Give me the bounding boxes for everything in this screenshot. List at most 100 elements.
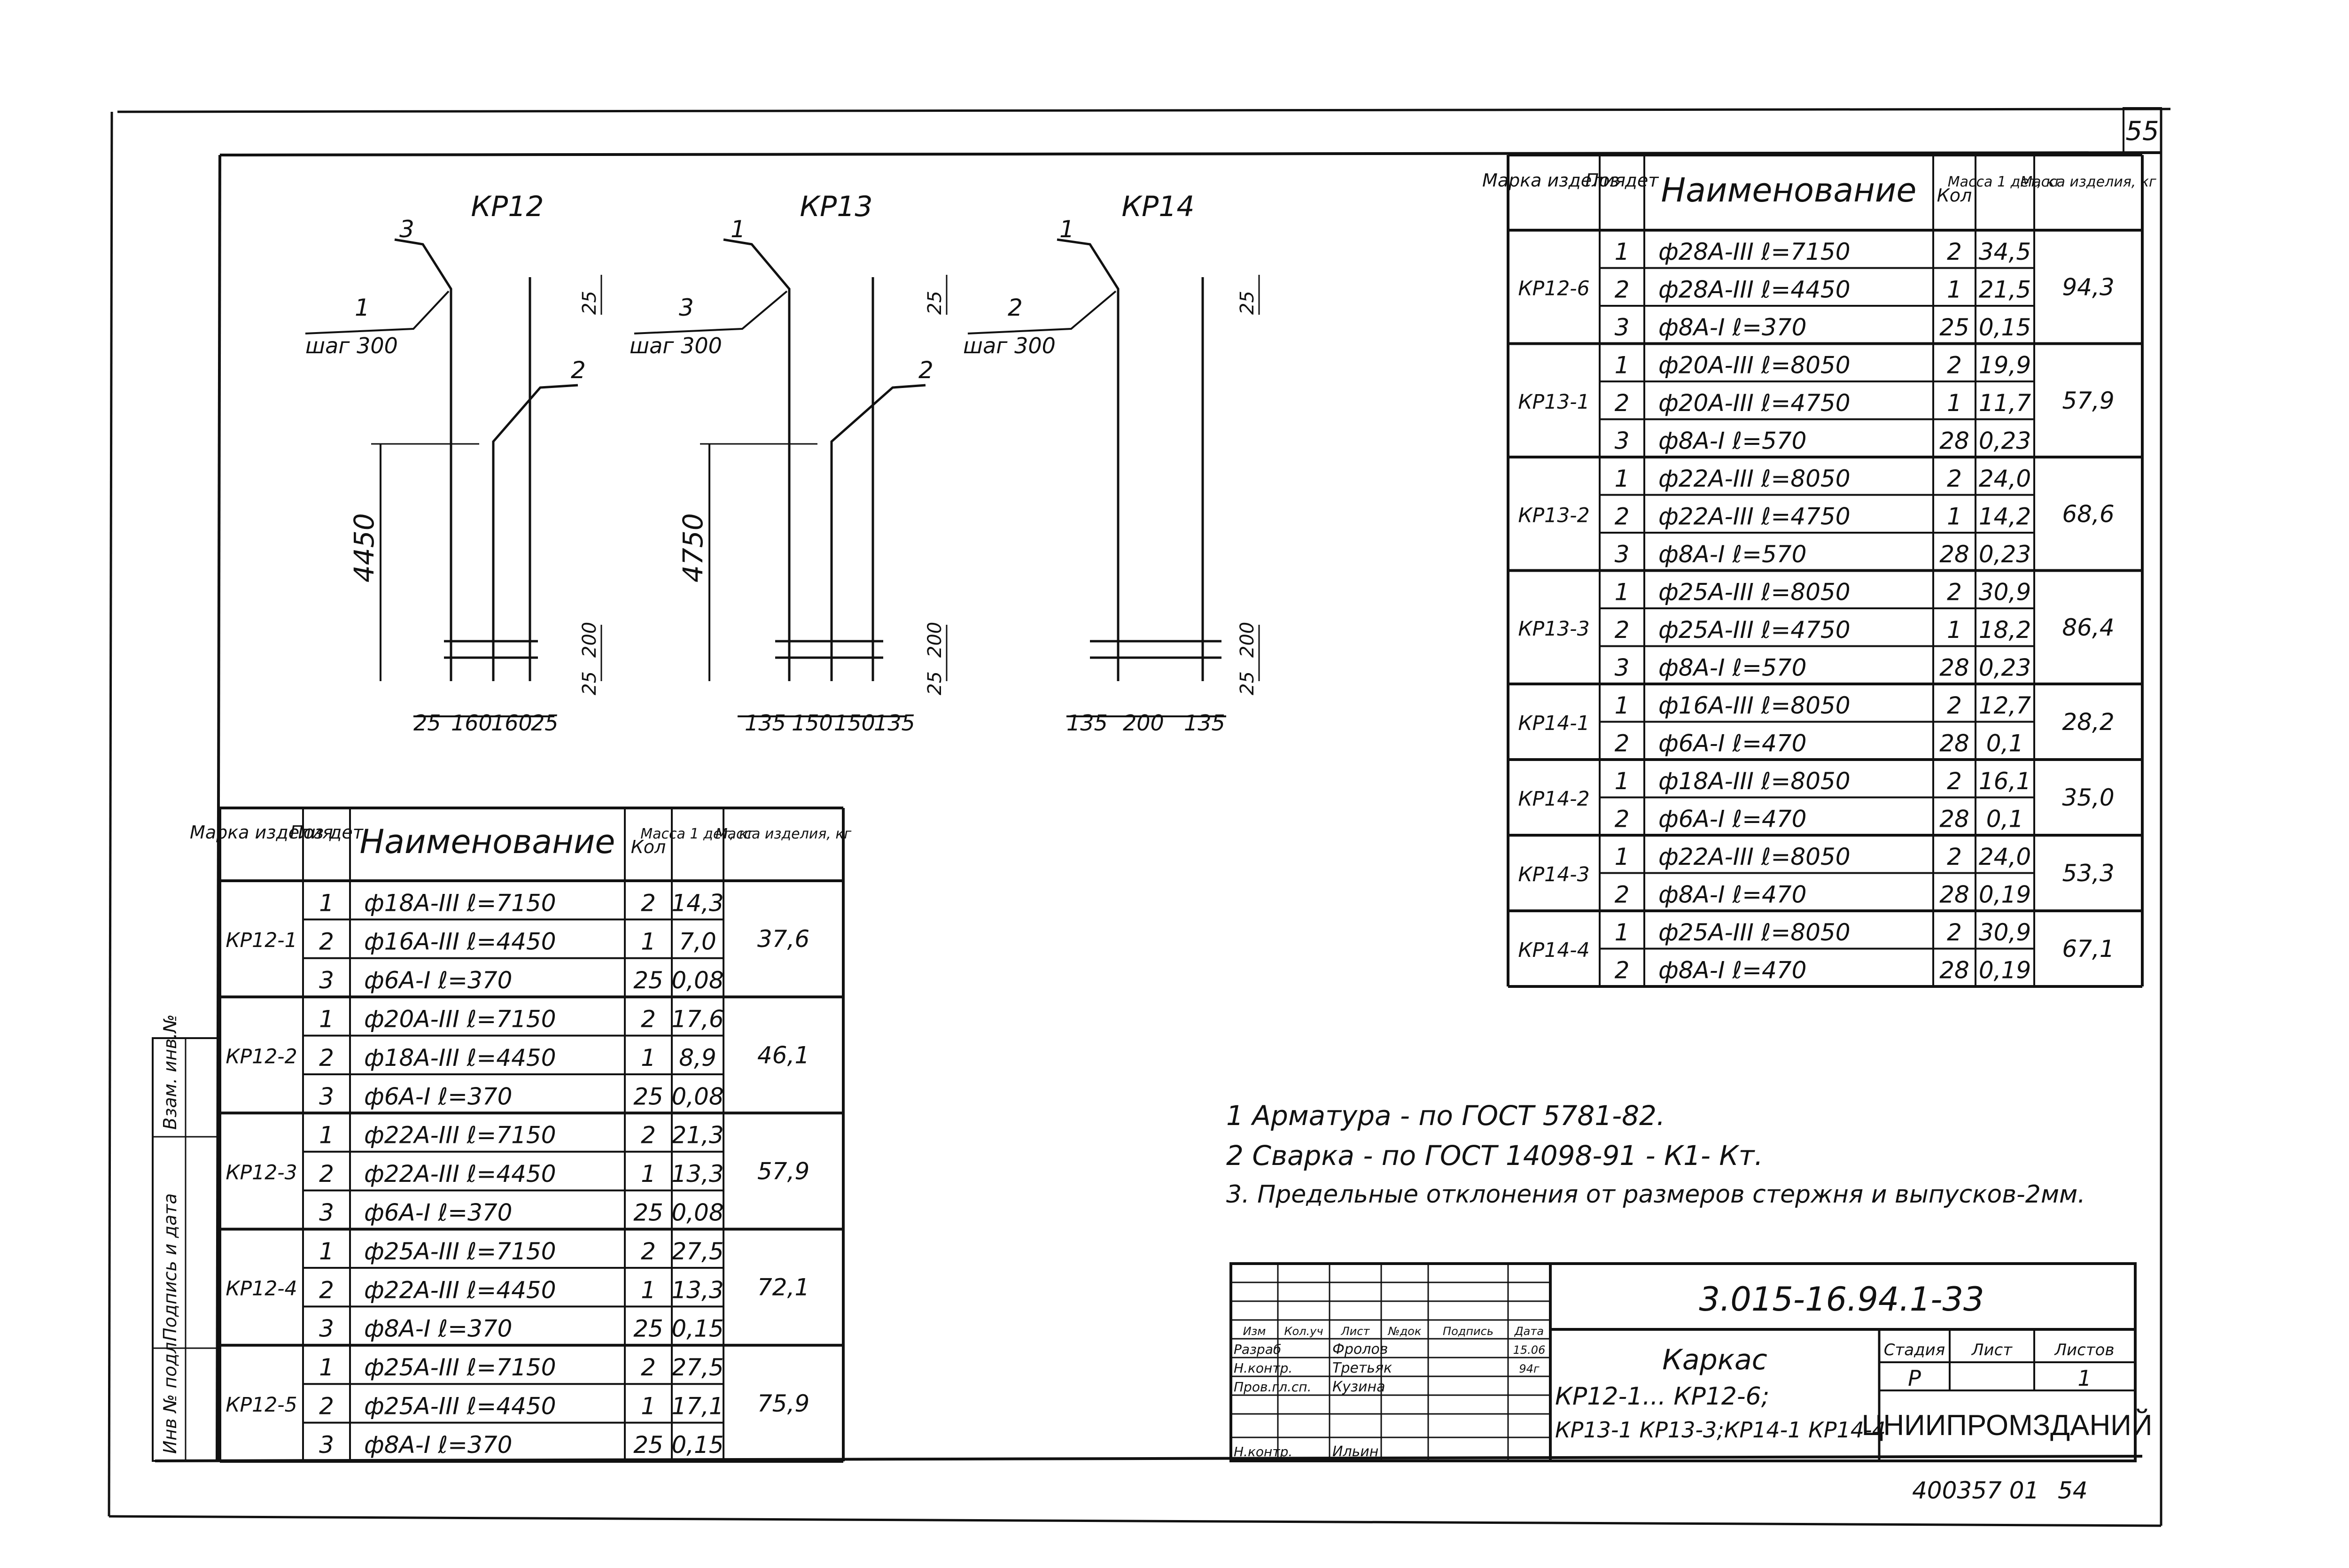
row-name: ф8А-I ℓ=370 (364, 1431, 512, 1459)
row-pos: 3 (319, 1083, 334, 1110)
row-mass: 18,2 (1979, 616, 2031, 644)
height-dim: 4750 (677, 513, 709, 582)
row-mass: 0,23 (1979, 427, 2031, 454)
group-mass: 86,4 (2062, 614, 2114, 641)
group-mark: КР12-2 (226, 1045, 297, 1068)
group-mark: КР12-1 (226, 929, 297, 952)
grid-head-label: Подпись (1443, 1325, 1493, 1338)
row-qty: 28 (1939, 881, 1969, 908)
row-qty: 2 (1947, 843, 1962, 870)
row-pos: 1 (319, 1354, 334, 1381)
step-leader (967, 290, 1117, 334)
row-qty: 1 (641, 1392, 656, 1420)
marker-3: 3 (399, 216, 414, 243)
group-mass: 75,9 (757, 1390, 809, 1417)
row-qty: 25 (633, 967, 663, 994)
row-qty: 1 (1947, 616, 1962, 644)
row-name: ф16А-III ℓ=8050 (1658, 692, 1851, 719)
group-mass: 57,9 (757, 1158, 809, 1185)
row-pos: 3 (319, 1199, 334, 1226)
archive-number: 400357 01 (1912, 1477, 2039, 1504)
row-name: ф28А-III ℓ=4450 (1658, 276, 1851, 303)
row-qty: 1 (641, 1276, 656, 1304)
marker-1: 1 (1059, 216, 1074, 243)
row-qty: 1 (641, 928, 656, 955)
row-name: ф22А-III ℓ=8050 (1658, 465, 1851, 492)
group-mark: КР14-1 (1518, 712, 1589, 735)
group-mass: 46,1 (757, 1041, 809, 1069)
row-mass: 21,3 (671, 1122, 723, 1149)
row-mass: 14,2 (1979, 503, 2031, 530)
width-1: 135 (745, 710, 786, 736)
row-pos: 2 (1615, 730, 1630, 757)
row-mass: 17,1 (671, 1392, 723, 1420)
row-qty: 25 (633, 1431, 663, 1459)
header-qty: Кол (1937, 185, 1972, 206)
row-qty: 2 (641, 1238, 656, 1265)
row-pos: 2 (1615, 503, 1630, 530)
row-qty: 2 (641, 889, 656, 916)
row-mass: 34,5 (1979, 238, 2031, 265)
row-qty: 2 (1947, 768, 1962, 795)
row-pos: 1 (319, 1238, 334, 1265)
row-pos: 2 (1615, 805, 1630, 832)
header-mass-item: Масса изделия, кг (2020, 174, 2156, 190)
drawing-kr13: КР13 3 1 шаг 300 2 4750 25 25 200 135 15… (630, 190, 948, 736)
row-mass: 0,08 (671, 1199, 723, 1226)
row-pos: 3 (319, 967, 334, 994)
row-pos: 3 (1615, 541, 1630, 568)
group-mass: 28,2 (2062, 708, 2114, 736)
row-qty: 2 (641, 1005, 656, 1032)
side-stamp: Инв № подл. Подпись и дата Взам. инв.№ (152, 1014, 219, 1462)
bottom-dim-2: 200 (579, 622, 600, 658)
row-name: ф8А-I ℓ=370 (364, 1315, 512, 1343)
title-line-2: КР12-1... КР12-6; (1555, 1382, 1769, 1411)
sheets-label: Листов (2053, 1341, 2114, 1359)
row-name: ф16А-III ℓ=4450 (364, 928, 556, 955)
step-label: шаг 300 (963, 333, 1056, 358)
row-pos: 2 (1615, 276, 1630, 303)
title-block: 3.015-16.94.1-33 Каркас КР12-1... КР12-6… (1229, 1262, 2152, 1462)
group-mass: 68,6 (2062, 500, 2114, 528)
group-mark: КР12-3 (226, 1162, 297, 1185)
row-mass: 12,7 (1979, 692, 2031, 719)
row-name: ф22А-III ℓ=4450 (364, 1160, 556, 1188)
group-mark: КР12-4 (226, 1278, 297, 1301)
row-mass: 14,3 (671, 889, 723, 916)
step-label: шаг 300 (630, 333, 722, 358)
row-pos: 1 (1615, 238, 1630, 265)
grid-head-label: №док (1387, 1325, 1422, 1338)
group-mark: КР13-1 (1518, 391, 1589, 414)
width-4: 135 (874, 710, 915, 736)
row-mass: 0,1 (1986, 805, 2024, 832)
row-qty: 1 (1947, 503, 1962, 530)
row-mass: 0,23 (1979, 541, 2031, 568)
drawing-title: КР12 (471, 190, 544, 223)
header-pos: Поз дет (1586, 170, 1660, 191)
row-name: ф22А-III ℓ=7150 (364, 1122, 556, 1149)
row-qty: 2 (641, 1122, 656, 1149)
header-mass-one: Масса 1 дет, кг (640, 826, 755, 842)
row-qty: 28 (1939, 956, 1969, 984)
row-mass: 0,19 (1979, 956, 2031, 984)
row-name: ф18А-III ℓ=8050 (1658, 768, 1851, 795)
width-2: 160 (451, 710, 492, 736)
row-qty: 28 (1939, 730, 1969, 757)
row-name: ф25А-III ℓ=7150 (364, 1354, 556, 1381)
row-mass: 24,0 (1979, 465, 2031, 492)
row-name: ф22А-III ℓ=4750 (1658, 503, 1851, 530)
width-2: 150 (792, 710, 833, 736)
row-name: ф22А-III ℓ=8050 (1658, 843, 1851, 870)
frame-bottom (109, 1515, 2162, 1527)
row-qty: 28 (1939, 541, 1969, 568)
row-name: ф20А-III ℓ=7150 (364, 1005, 556, 1032)
marker-1: 1 (355, 294, 370, 321)
row-name: ф6А-I ℓ=370 (364, 1083, 512, 1110)
group-mark: КР14-2 (1518, 788, 1589, 811)
row-name: ф6А-I ℓ=370 (364, 1199, 512, 1226)
header-mark: Марка изделия (1482, 170, 1626, 191)
row-name: ф20А-III ℓ=8050 (1658, 351, 1851, 379)
